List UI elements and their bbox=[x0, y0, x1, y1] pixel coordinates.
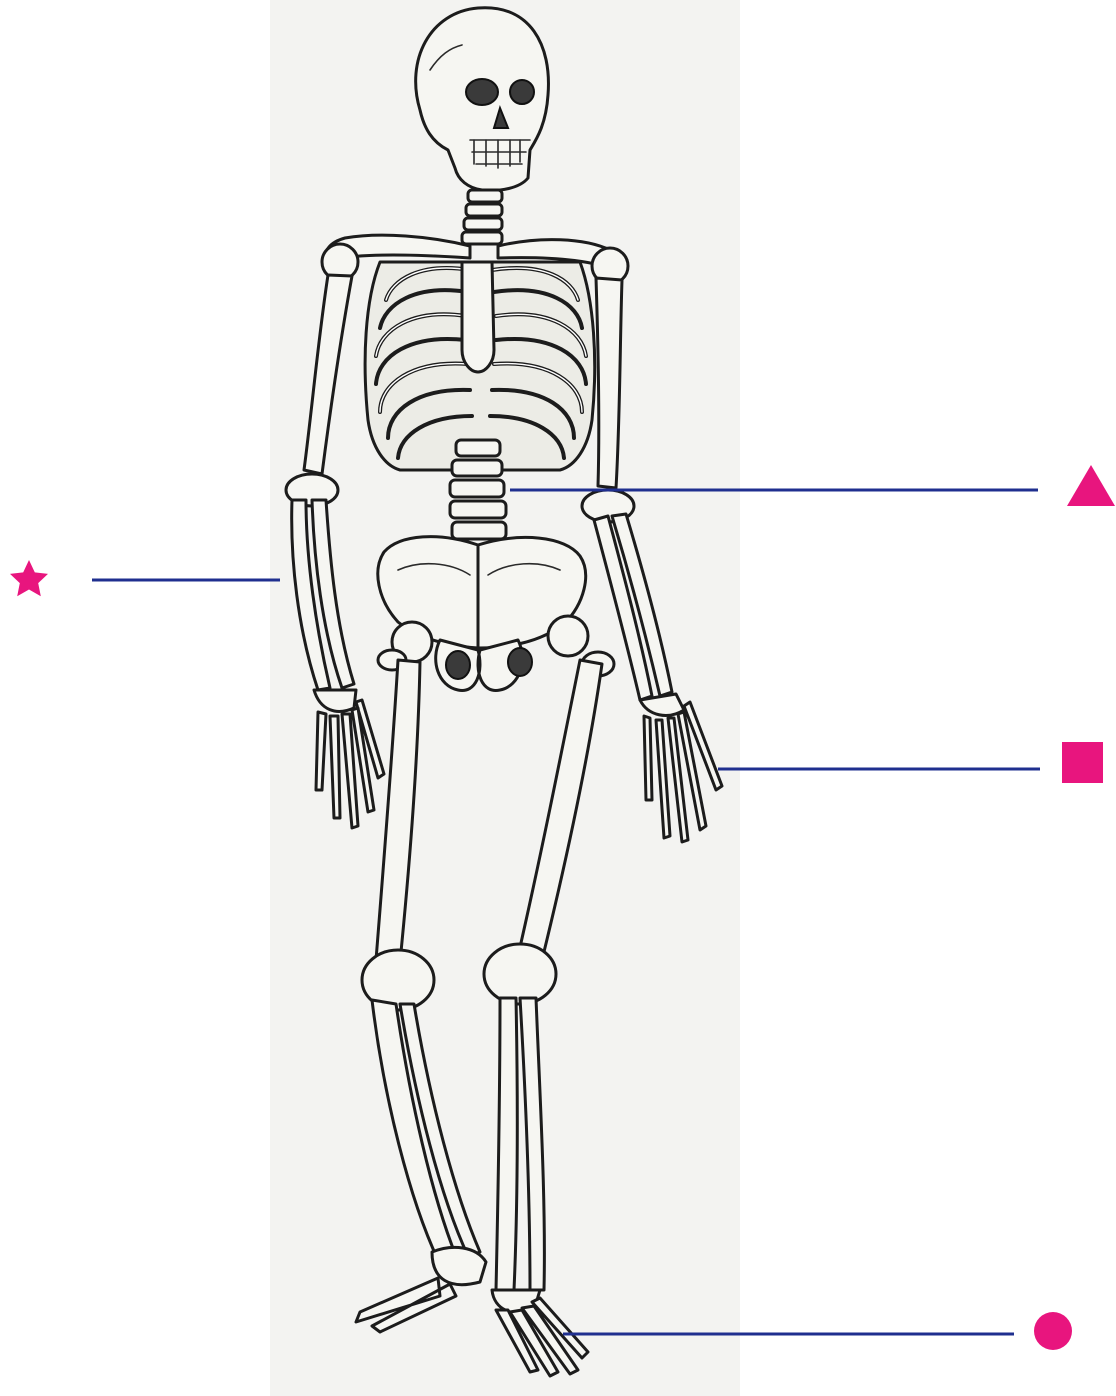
triangle-marker bbox=[1067, 465, 1115, 506]
star-marker bbox=[10, 560, 48, 596]
circle-marker bbox=[1034, 1312, 1072, 1350]
square-marker bbox=[1062, 742, 1103, 783]
spine bbox=[450, 440, 506, 539]
cervical-spine bbox=[462, 190, 502, 244]
